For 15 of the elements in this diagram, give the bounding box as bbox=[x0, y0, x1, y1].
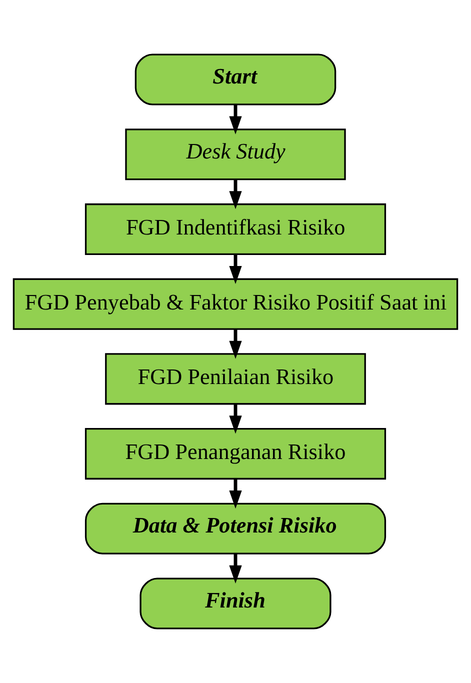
node-box: Desk Study bbox=[125, 128, 346, 180]
arrow bbox=[229, 254, 242, 284]
arrow bbox=[229, 478, 242, 509]
arrow bbox=[229, 104, 242, 134]
node-box: FGD Penanganan Risiko bbox=[84, 428, 386, 480]
arrow bbox=[229, 179, 242, 210]
node-box: Finish bbox=[140, 578, 332, 630]
node-box: FGD Penilaian Risiko bbox=[105, 353, 366, 405]
arrow bbox=[229, 554, 242, 584]
arrow bbox=[229, 404, 242, 434]
arrow bbox=[229, 329, 242, 359]
node-box: FGD Indentifkasi Risiko bbox=[84, 203, 386, 255]
node-box: Start bbox=[134, 54, 336, 106]
node-box: Data & Potensi Risiko bbox=[84, 502, 386, 554]
node-box: FGD Penyebab & Faktor Risiko Positif Saat ini bbox=[12, 278, 458, 330]
